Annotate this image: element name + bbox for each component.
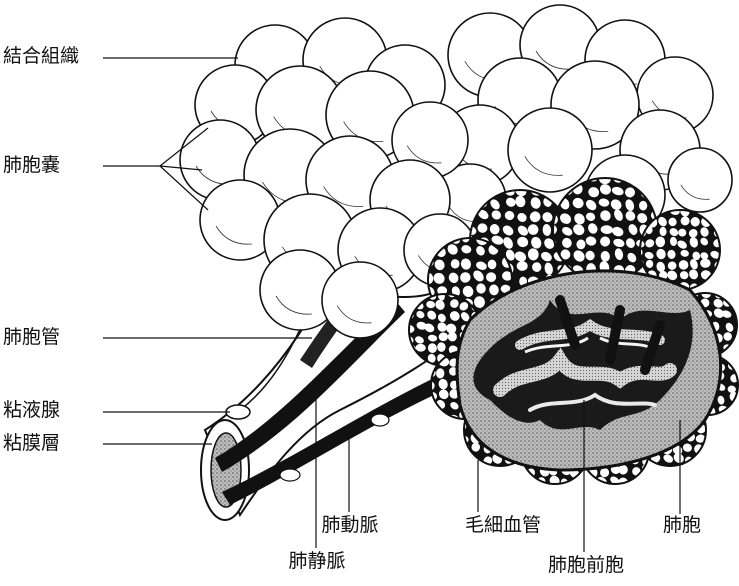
alveolus-sphere bbox=[322, 262, 398, 338]
label-alveolar-duct: 肺胞管 bbox=[3, 328, 60, 347]
label-mucosa: 粘膜層 bbox=[3, 434, 60, 453]
label-pulmonary-vein: 肺静脈 bbox=[287, 552, 347, 571]
alveolus-sphere bbox=[668, 148, 732, 212]
alveolus-cutaway bbox=[457, 271, 721, 470]
label-capillaries: 毛細血管 bbox=[458, 516, 548, 535]
label-pulmonary-artery: 肺動脈 bbox=[320, 516, 380, 535]
label-mucous-gland: 粘液腺 bbox=[3, 401, 60, 420]
label-connective-tissue: 結合組織 bbox=[3, 47, 79, 66]
label-alveolus: 肺胞 bbox=[652, 516, 712, 535]
label-alveolar-sac: 肺胞嚢 bbox=[3, 156, 60, 175]
alveolus-sphere bbox=[508, 108, 592, 192]
label-atrium: 肺胞前胞 bbox=[544, 556, 628, 575]
